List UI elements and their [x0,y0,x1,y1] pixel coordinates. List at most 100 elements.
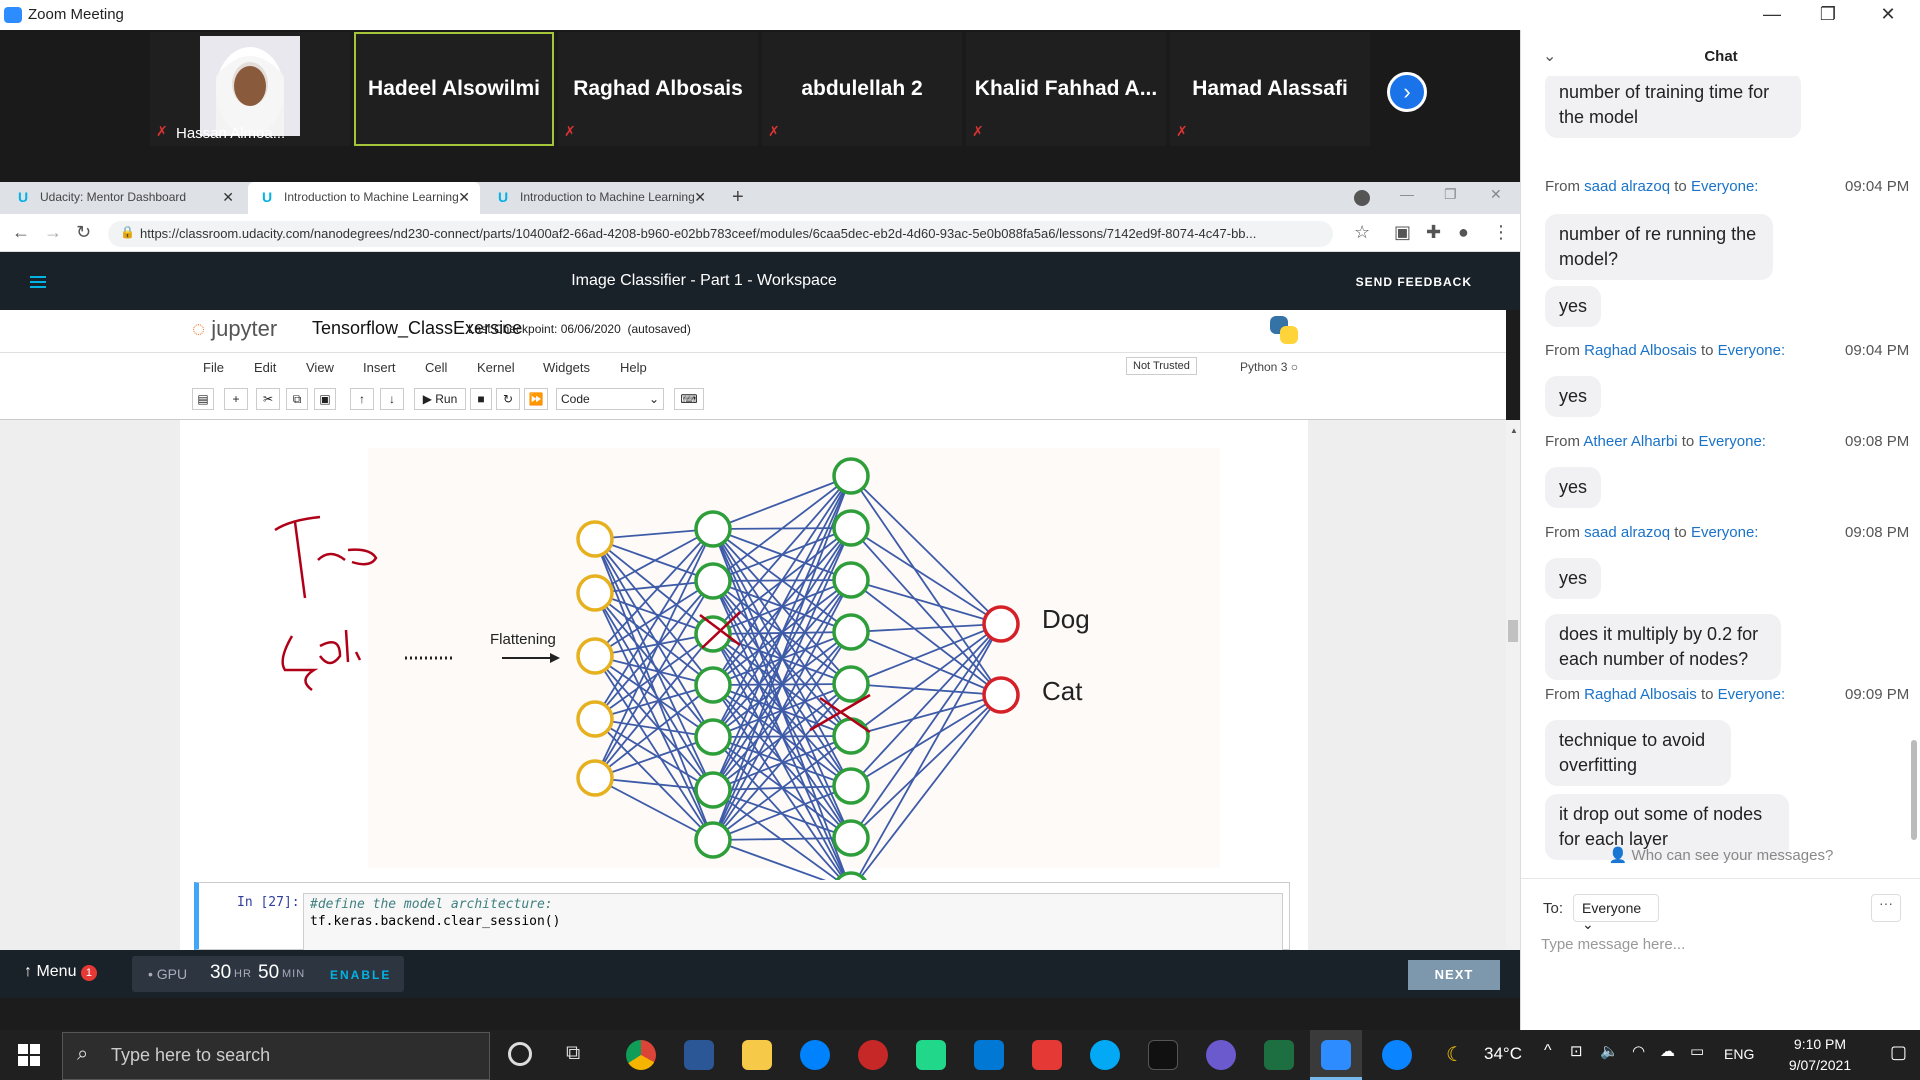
profile-icon[interactable]: ● [1458,222,1469,242]
reload-icon[interactable]: ↻ [76,222,92,242]
keyboard-icon[interactable]: ⌨ [674,388,704,410]
bluetooth-icon[interactable] [800,1040,830,1070]
participant-tile[interactable]: ✗ Hamad Alassafi [1170,32,1370,146]
file-explorer-icon[interactable] [742,1040,772,1070]
notebook-scrollbar[interactable]: ▲ [1506,420,1520,950]
cortana-icon[interactable] [508,1042,532,1066]
excel-icon[interactable] [1264,1040,1294,1070]
more-menu-icon[interactable]: ⋮ [1492,222,1510,242]
menu-widgets[interactable]: Widgets [543,360,590,375]
next-button[interactable]: NEXT [1408,960,1500,990]
app-icon[interactable] [1148,1040,1178,1070]
tab-intro-ml-1[interactable]: U Introduction to Machine Learning ✕ [248,182,480,214]
scroll-thumb[interactable] [1508,620,1518,642]
more-options-icon[interactable]: ··· [1871,894,1901,922]
participant-tile[interactable]: Hadeel Alsowilmi [354,32,554,146]
menu-file[interactable]: File [203,360,224,375]
add-cell-icon[interactable]: + [224,388,248,410]
clock[interactable]: 9:10 PM 9/07/2021 [1770,1034,1870,1076]
send-feedback-button[interactable]: SEND FEEDBACK [1355,275,1472,289]
restore-icon[interactable]: ❐ [1819,4,1837,24]
app-icon[interactable] [858,1040,888,1070]
participant-tile[interactable]: ✗ Khalid Fahhad A... [966,32,1166,146]
tab-mentor-dashboard[interactable]: U Udacity: Mentor Dashboard ✕ [4,182,244,214]
menu-cell[interactable]: Cell [425,360,448,375]
url-field[interactable]: 🔒 https://classroom.udacity.com/nanodegr… [108,221,1333,247]
chevron-down-icon[interactable]: ⌄ [1543,48,1557,65]
tray-chevron-icon[interactable]: ^ [1544,1042,1552,1059]
bookmark-star-icon[interactable]: ☆ [1354,222,1371,242]
task-view-icon[interactable]: ⧉ [566,1042,581,1064]
puzzle-icon[interactable]: ✚ [1426,222,1442,242]
menu-view[interactable]: View [306,360,334,375]
minimize-icon[interactable]: — [1763,4,1781,24]
trust-status[interactable]: Not Trusted [1126,357,1197,375]
volume-icon[interactable]: 🔈 [1600,1043,1619,1060]
taskbar-search-input[interactable]: ⌕ Type here to search [62,1032,490,1080]
app-icon[interactable] [684,1040,714,1070]
close-icon[interactable]: ✕ [1880,4,1896,24]
paste-icon[interactable]: ▣ [314,388,336,410]
notebook-name[interactable]: Tensorflow_ClassExersice [312,318,523,338]
save-icon[interactable]: ▤ [192,388,214,410]
next-page-icon[interactable]: › [1387,72,1427,112]
vscode-icon[interactable] [974,1040,1004,1070]
participant-tile[interactable]: ✗ abdulellah 2 [762,32,962,146]
zoom-taskbar-item[interactable] [1310,1030,1362,1080]
run-button[interactable]: ▶ Run [414,388,466,410]
hamburger-icon[interactable] [30,276,46,288]
forward-icon[interactable]: → [44,222,62,242]
back-icon[interactable]: ← [12,222,30,242]
chat-scroll-thumb[interactable] [1911,740,1917,840]
move-down-icon[interactable]: ↓ [380,388,404,410]
participant-tile[interactable]: ✗ Raghad Albosais [558,32,758,146]
browser-restore-icon[interactable]: ❐ [1444,186,1457,202]
menu-kernel[interactable]: Kernel [477,360,515,375]
battery-icon[interactable]: ▭ [1690,1043,1705,1060]
code-editor[interactable]: #define the model architecture: tf.keras… [303,893,1283,950]
app-icon[interactable] [1206,1040,1236,1070]
menu-help[interactable]: Help [620,360,647,375]
app-icon[interactable] [1090,1040,1120,1070]
message-input[interactable]: Type message here... [1541,936,1686,953]
windows-start-icon[interactable] [18,1044,40,1066]
cut-icon[interactable]: ✂ [256,388,280,410]
help-icon[interactable] [1382,1040,1412,1070]
notification-icon[interactable]: ▢ [1890,1042,1908,1062]
language-indicator[interactable]: ENG [1724,1046,1755,1062]
tab-intro-ml-2[interactable]: U Introduction to Machine Learning ✕ [484,182,716,214]
weather-icon[interactable]: ☾ [1446,1044,1464,1066]
wifi-icon[interactable]: ◠ [1632,1043,1646,1060]
enable-gpu-button[interactable]: ENABLE [330,968,392,982]
network-icon[interactable]: ⊡ [1570,1043,1583,1060]
message-header: From Raghad Albosais to Everyone:09:04 P… [1545,342,1910,359]
participant-tile[interactable]: ✗ Hassan Almoa... [150,32,350,146]
tab-search-icon[interactable] [1354,190,1370,206]
fast-forward-icon[interactable]: ⏩ [524,388,548,410]
recipient-select[interactable]: Everyone ⌄ [1573,894,1659,932]
app-icon[interactable] [1032,1040,1062,1070]
move-up-icon[interactable]: ↑ [350,388,374,410]
extension-icon[interactable]: ▣ [1394,222,1412,242]
code-cell[interactable]: In [27]: #define the model architecture:… [194,882,1290,950]
chrome-icon[interactable] [626,1040,656,1070]
jupyter-logo[interactable]: ◌ jupyter [192,316,278,341]
menu-insert[interactable]: Insert [363,360,396,375]
stop-icon[interactable]: ■ [470,388,492,410]
temperature[interactable]: 34°C [1484,1044,1522,1063]
menu-button[interactable]: ↑ Menu 1 [24,963,97,981]
scroll-up-icon[interactable]: ▲ [1510,426,1518,435]
menu-edit[interactable]: Edit [254,360,277,375]
cell-type-select[interactable]: Code⌄ [556,388,664,410]
cloud-icon[interactable]: ☁ [1660,1043,1675,1060]
copy-icon[interactable]: ⧉ [286,388,308,410]
browser-minimize-icon[interactable]: — [1400,186,1414,202]
restart-icon[interactable]: ↻ [496,388,520,410]
close-tab-icon[interactable]: ✕ [458,189,470,205]
visibility-info[interactable]: 👤 Who can see your messages? [1608,847,1834,864]
new-tab-icon[interactable]: + [732,186,744,208]
pycharm-icon[interactable] [916,1040,946,1070]
close-tab-icon[interactable]: ✕ [694,189,706,205]
close-tab-icon[interactable]: ✕ [222,189,234,205]
browser-close-icon[interactable]: ✕ [1490,186,1502,202]
